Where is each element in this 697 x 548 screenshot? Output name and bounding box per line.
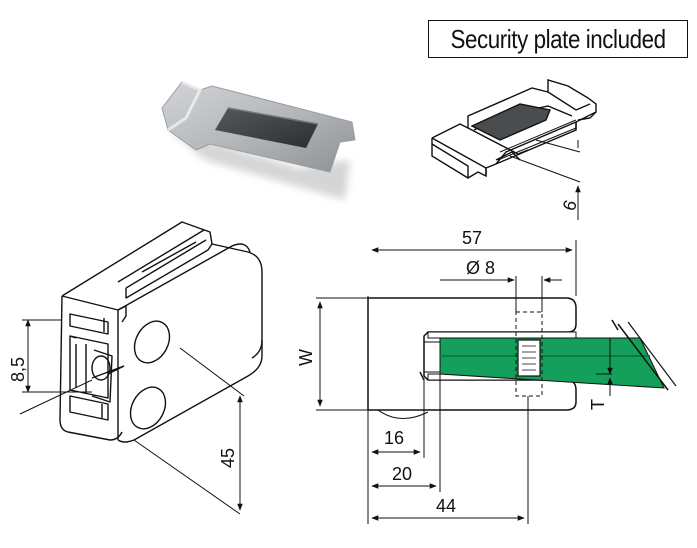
glass-pane [439,337,665,389]
banner-text: Security plate included [450,23,666,54]
security-plate-banner: Security plate included [428,20,688,58]
iso-height-label: 45 [218,448,238,468]
clamp-isometric [19,221,263,515]
security-plate-drawing [431,79,597,220]
security-plate-photo [161,80,356,200]
w-label: W [296,349,316,366]
d16-label: 16 [384,428,404,448]
d44-label: 44 [436,496,456,516]
clamp-side-section [316,240,677,524]
iso-hole-offset-label: 8,5 [8,357,28,382]
t-label: T [588,399,608,410]
d20-label: 20 [392,464,412,484]
hole-diameter-label: Ø 8 [466,258,495,278]
width-total-label: 57 [462,228,482,248]
